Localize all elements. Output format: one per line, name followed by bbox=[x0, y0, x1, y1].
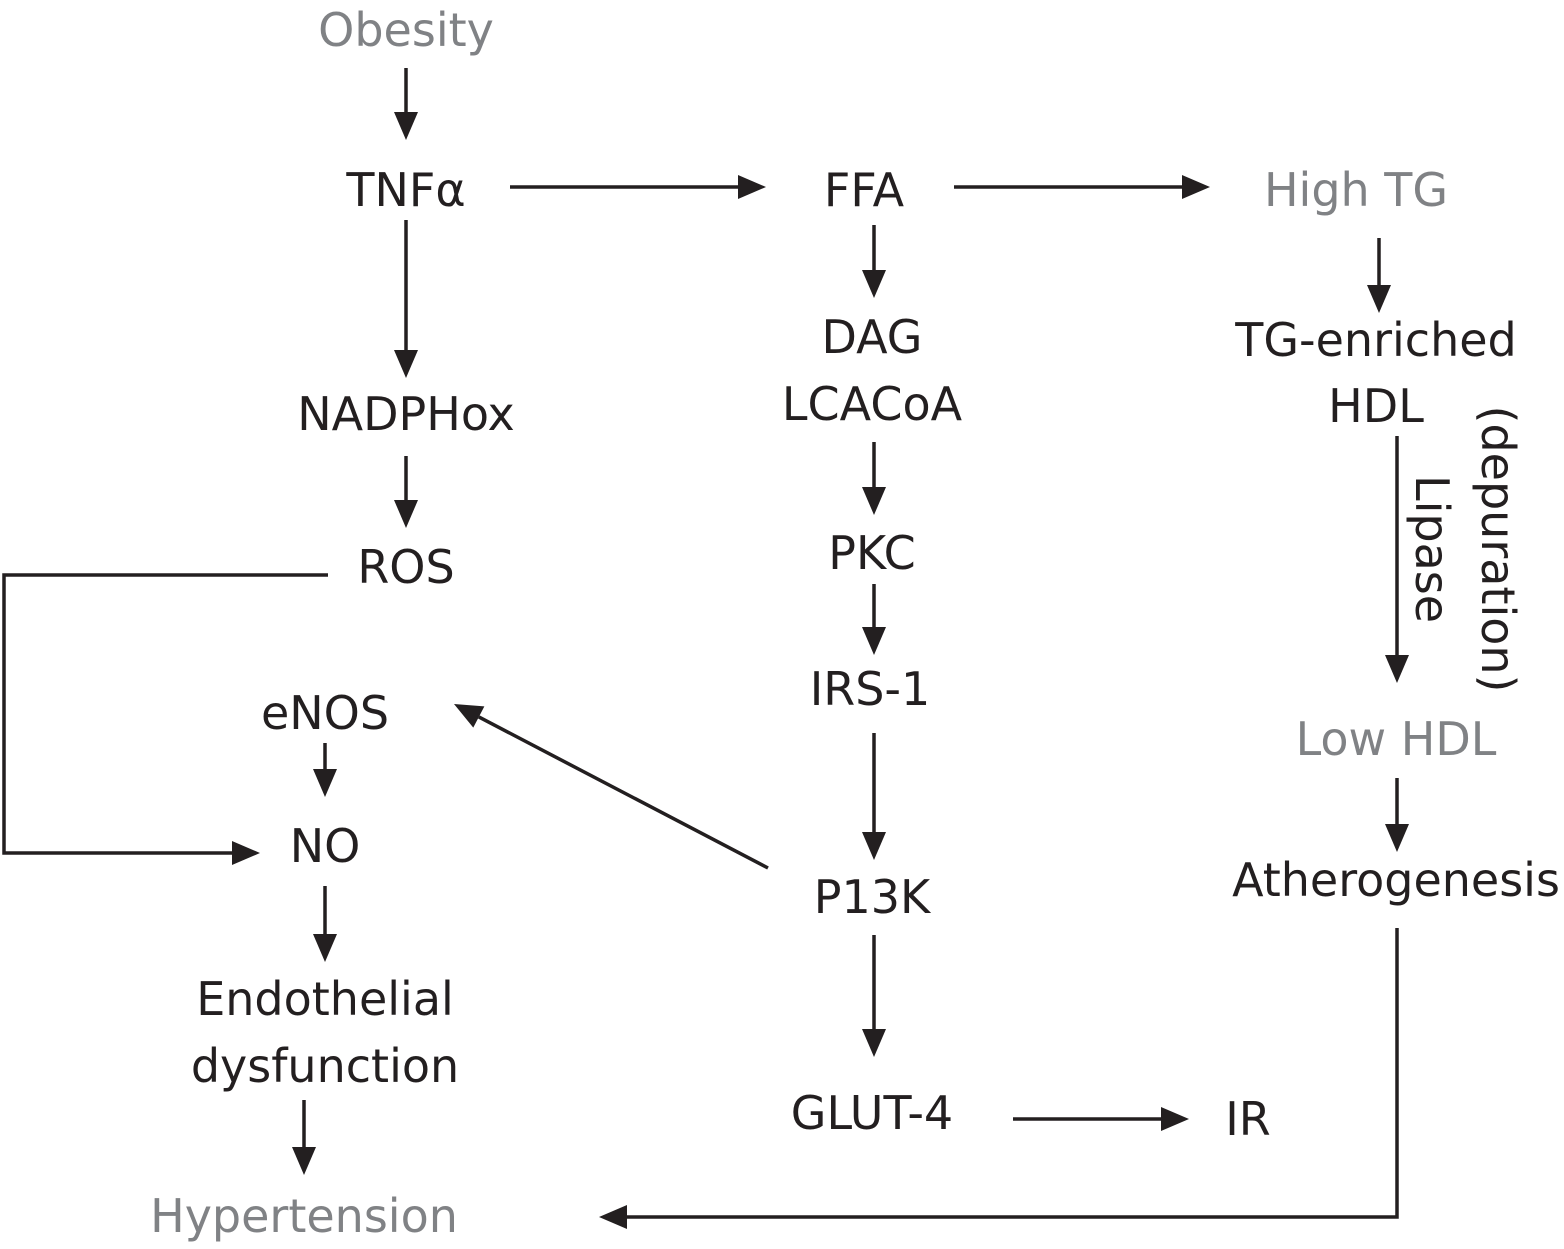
arrow-p13k-enos bbox=[454, 704, 769, 870]
arrow-high-tg-tg-enriched-head bbox=[1367, 285, 1391, 313]
arrow-ros-no-head bbox=[232, 841, 260, 865]
arrow-obesity-tnfa-head bbox=[394, 112, 418, 140]
arrow-ffa-high-tg bbox=[954, 175, 1210, 199]
arrow-low-hdl-atherogenesis-head bbox=[1385, 824, 1409, 852]
arrow-ros-no-line bbox=[2, 573, 328, 855]
node-irs1: IRS-1 bbox=[809, 662, 931, 716]
edge-label-lipase: Lipase bbox=[1405, 474, 1459, 624]
arrow-hdl-low-hdl bbox=[1385, 436, 1409, 683]
node-lcacoa: LCACoA bbox=[781, 377, 963, 431]
node-enos: eNOS bbox=[260, 686, 390, 740]
arrow-tnfa-nadphox bbox=[394, 220, 418, 378]
node-p13k: P13K bbox=[813, 870, 931, 924]
node-pkc: PKC bbox=[828, 526, 916, 580]
arrow-dysfunction-hypertension-head bbox=[292, 1147, 316, 1175]
arrow-nadphox-ros bbox=[394, 456, 418, 528]
arrow-irs1-p13k-head bbox=[862, 832, 886, 860]
arrow-tnfa-nadphox-head bbox=[394, 350, 418, 378]
arrow-irs1-p13k bbox=[862, 733, 886, 860]
arrow-low-hdl-atherogenesis bbox=[1385, 778, 1409, 852]
arrow-ffa-dag-head bbox=[862, 270, 886, 298]
arrow-atherogenesis-hypertension-head bbox=[599, 1205, 627, 1229]
arrow-obesity-tnfa bbox=[394, 68, 418, 140]
arrow-no-endothelial bbox=[313, 886, 337, 962]
node-low-hdl: Low HDL bbox=[1295, 712, 1497, 766]
arrow-nadphox-ros-head bbox=[394, 500, 418, 528]
arrow-enos-no bbox=[313, 743, 337, 797]
node-tg-enriched: TG-enriched bbox=[1235, 313, 1517, 367]
arrow-hdl-low-hdl-head bbox=[1385, 655, 1409, 683]
node-endothelial: Endothelial bbox=[196, 972, 454, 1026]
arrow-tnfa-ffa-head bbox=[738, 175, 766, 199]
node-tnfa: TNFα bbox=[346, 163, 466, 217]
node-nadphox: NADPHox bbox=[297, 387, 515, 441]
arrow-ffa-high-tg-head bbox=[1182, 175, 1210, 199]
node-no: NO bbox=[289, 819, 361, 873]
arrow-atherogenesis-hypertension-line bbox=[627, 928, 1399, 1219]
arrow-pkc-irs1 bbox=[862, 584, 886, 655]
arrow-no-endothelial-head bbox=[313, 934, 337, 962]
arrow-ros-no bbox=[2, 573, 328, 865]
arrow-atherogenesis-hypertension bbox=[599, 928, 1399, 1229]
arrow-ffa-dag bbox=[862, 225, 886, 298]
node-high-tg: High TG bbox=[1263, 163, 1449, 217]
arrow-glut4-ir-head bbox=[1161, 1107, 1189, 1131]
edge-label-depuration: (depuration) bbox=[1471, 405, 1525, 693]
arrow-enos-no-head bbox=[313, 769, 337, 797]
node-obesity: Obesity bbox=[318, 3, 494, 57]
node-hypertension: Hypertension bbox=[150, 1189, 458, 1243]
node-hdl: HDL bbox=[1328, 379, 1424, 433]
node-ros: ROS bbox=[357, 540, 455, 594]
node-ffa: FFA bbox=[823, 163, 905, 217]
arrow-p13k-enos-head bbox=[454, 704, 485, 728]
arrow-high-tg-tg-enriched bbox=[1367, 238, 1391, 313]
node-ir: IR bbox=[1225, 1092, 1271, 1146]
arrow-lcacoa-pkc bbox=[862, 442, 886, 515]
node-atherogenesis: Atherogenesis bbox=[1232, 853, 1560, 907]
arrow-lcacoa-pkc-head bbox=[862, 487, 886, 515]
arrow-p13k-glut4-head bbox=[862, 1029, 886, 1057]
node-glut4: GLUT-4 bbox=[790, 1086, 954, 1140]
arrow-tnfa-ffa bbox=[510, 175, 766, 199]
node-dag: DAG bbox=[821, 310, 923, 364]
arrow-p13k-enos-line bbox=[478, 715, 769, 870]
arrow-dysfunction-hypertension bbox=[292, 1100, 316, 1175]
arrow-p13k-glut4 bbox=[862, 935, 886, 1057]
arrow-glut4-ir bbox=[1013, 1107, 1189, 1131]
arrow-pkc-irs1-head bbox=[862, 627, 886, 655]
node-dysfunction: dysfunction bbox=[190, 1039, 460, 1093]
